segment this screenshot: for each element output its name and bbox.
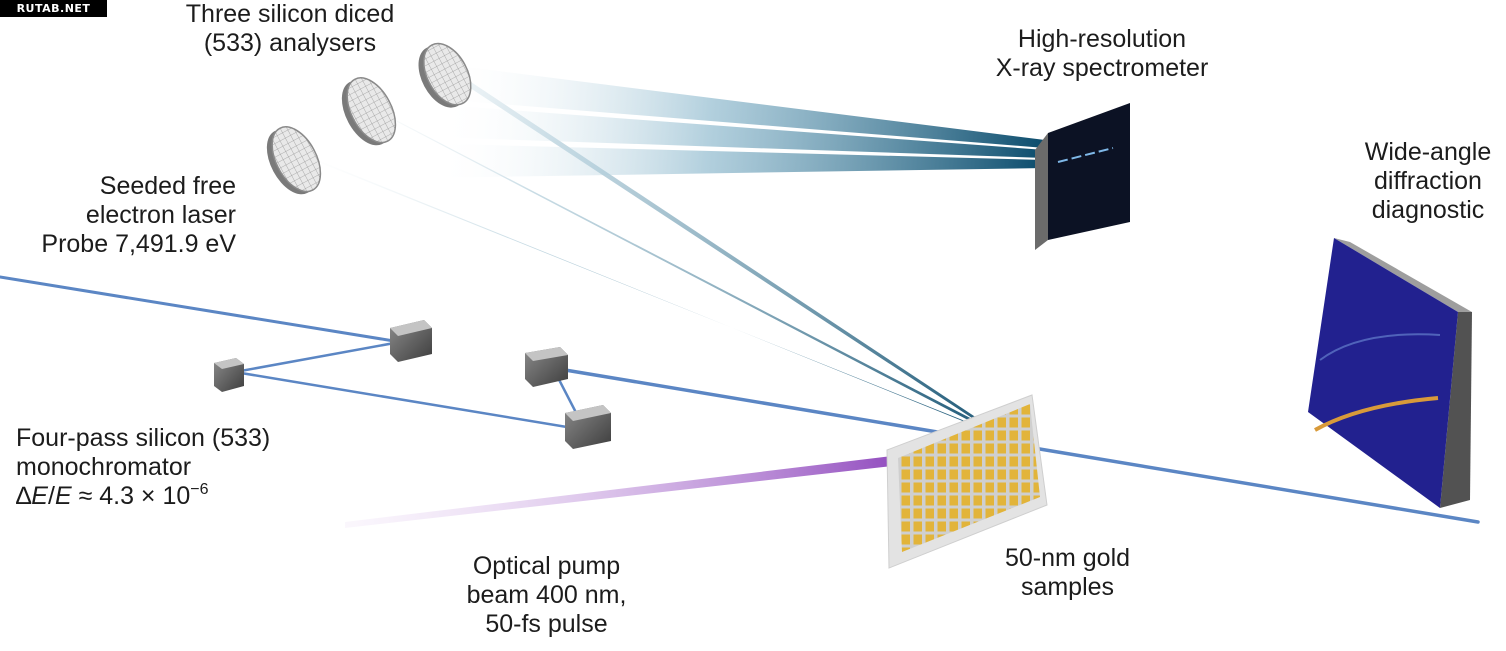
spectrometer-label-line: High-resolution xyxy=(1017,25,1187,53)
watermark-badge: RUTAB.NET xyxy=(0,0,107,17)
resolution-value: ≈ 4.3 × 10 xyxy=(71,482,191,510)
fel-label: Seeded free electron laser Probe 7,491.9… xyxy=(0,172,236,259)
energy-symbol: E xyxy=(31,482,48,510)
monochromator-crystals xyxy=(214,320,611,449)
pump-label: Optical pump beam 400 nm, 50-fs pulse xyxy=(434,552,659,639)
analyser-to-spectrometer-beams xyxy=(300,65,1045,180)
spectrometer-detector xyxy=(1035,103,1130,250)
monochromator-label-line: monochromator xyxy=(16,453,192,481)
monochromator-label: Four-pass silicon (533) monochromator ∆E… xyxy=(16,424,270,511)
analysers-label-line: (533) analysers xyxy=(203,29,377,57)
energy-resolution: ∆E/E ≈ 4.3 × 10−6 xyxy=(16,482,270,511)
energy-symbol: E xyxy=(54,482,72,510)
pump-beam xyxy=(345,456,892,528)
slash-symbol: / xyxy=(47,482,55,510)
gold-samples-label: 50-nm gold samples xyxy=(975,544,1160,602)
analysers-label: Three silicon diced (533) analysers xyxy=(160,0,420,58)
diffraction-label-line: diagnostic xyxy=(1371,196,1485,224)
gold-samples-label-line: 50-nm gold xyxy=(1004,544,1131,572)
analyser-crystals xyxy=(266,42,472,195)
diffraction-label-line: diffraction xyxy=(1374,167,1482,195)
spectrometer-label-line: X-ray spectrometer xyxy=(995,54,1209,82)
gold-sample-plate xyxy=(886,394,1048,569)
resolution-exponent: −6 xyxy=(190,481,209,498)
fel-label-line: Seeded free xyxy=(99,172,236,200)
pump-label-line: beam 400 nm, xyxy=(466,581,627,609)
diffraction-label-line: Wide-angle xyxy=(1364,138,1492,166)
fel-label-line: electron laser xyxy=(85,201,236,229)
pump-label-line: 50-fs pulse xyxy=(485,610,608,638)
gold-samples-label-line: samples xyxy=(1020,573,1115,601)
spectrometer-label: High-resolution X-ray spectrometer xyxy=(968,25,1236,83)
diffraction-label: Wide-angle diffraction diagnostic xyxy=(1346,138,1506,225)
monochromator-label-line: Four-pass silicon (533) xyxy=(16,424,271,452)
analysers-label-line: Three silicon diced xyxy=(185,0,395,28)
diffraction-detector xyxy=(1308,238,1472,508)
fel-label-line: Probe 7,491.9 eV xyxy=(41,230,236,258)
delta-symbol: ∆ xyxy=(16,482,32,510)
pump-label-line: Optical pump xyxy=(472,552,621,580)
